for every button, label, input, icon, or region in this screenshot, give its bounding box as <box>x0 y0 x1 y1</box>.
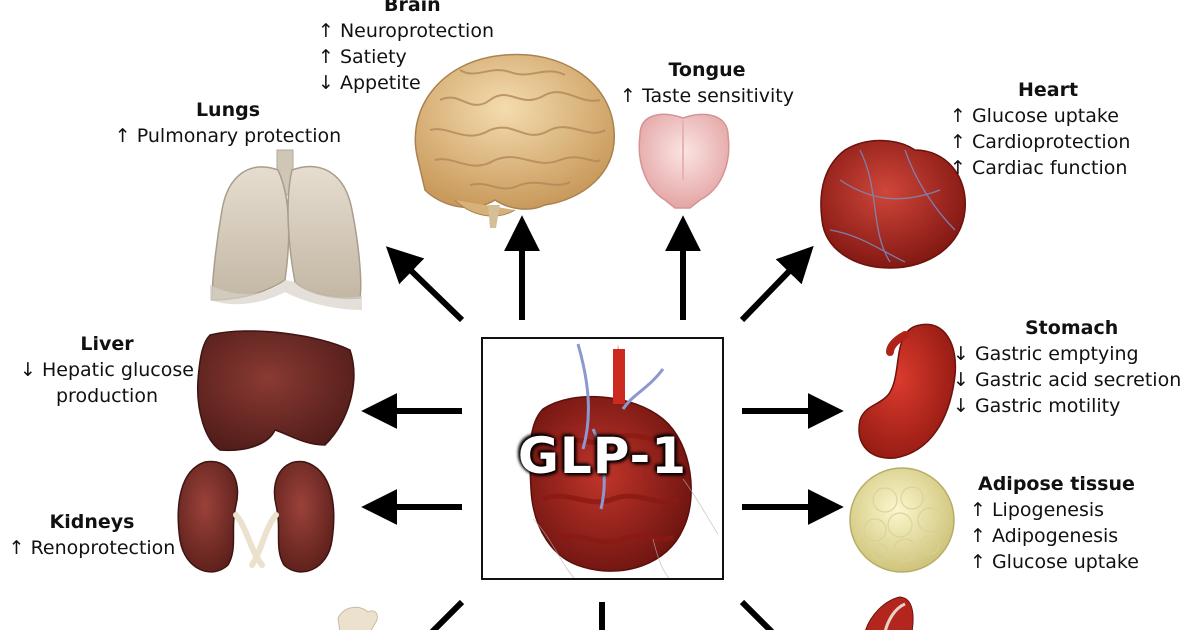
effect: ↑ Glucose uptake <box>970 551 1139 573</box>
tongue-illustration <box>638 113 730 209</box>
label-stomach: Stomach ↓ Gastric emptying ↓ Gastric aci… <box>953 315 1181 419</box>
effect: ↑ Satiety <box>318 46 407 68</box>
effect: production <box>55 385 159 407</box>
arrow-lungs <box>385 246 465 323</box>
effect: ↑ Renoprotection <box>8 537 176 559</box>
organ-title: Kidneys <box>49 511 135 533</box>
label-tongue: Tongue ↑ Taste sensitivity <box>612 57 802 109</box>
arrow-heart <box>739 245 814 323</box>
pancreas-illustration <box>529 343 719 578</box>
liver-illustration <box>196 330 355 452</box>
effect: ↑ Pulmonary protection <box>114 125 342 147</box>
organ-title: Brain <box>384 0 441 16</box>
bone-illustration <box>337 606 378 630</box>
heart-illustration <box>820 139 966 269</box>
effect: ↓ Appetite <box>318 72 421 94</box>
effect: ↑ Adipogenesis <box>970 525 1119 547</box>
effect: ↓ Gastric acid secretion <box>953 369 1182 391</box>
organ-title: Heart <box>1018 79 1079 101</box>
arrow-bottom-left <box>429 599 465 630</box>
effect: ↓ Gastric emptying <box>953 343 1139 365</box>
label-heart: Heart ↑ Glucose uptake ↑ Cardioprotectio… <box>950 77 1130 181</box>
organ-title: Adipose tissue <box>978 473 1135 495</box>
label-adipose: Adipose tissue ↑ Lipogenesis ↑ Adipogene… <box>970 471 1139 575</box>
effect: ↑ Cardiac function <box>950 157 1128 179</box>
label-lungs: Lungs ↑ Pulmonary protection <box>100 97 356 149</box>
effect: ↑ Taste sensitivity <box>620 85 794 107</box>
label-brain: Brain ↑ Neuroprotection ↑ Satiety ↓ Appe… <box>318 0 494 96</box>
lungs-illustration <box>210 149 362 310</box>
effect: ↓ Hepatic glucose <box>20 359 194 381</box>
label-kidneys: Kidneys ↑ Renoprotection <box>0 509 184 561</box>
arrows <box>361 215 844 630</box>
arrow-bottom-right <box>739 599 775 630</box>
organ-title: Tongue <box>668 59 746 81</box>
effect: ↑ Lipogenesis <box>970 499 1105 521</box>
stomach-illustration <box>858 323 957 459</box>
organ-title: Lungs <box>195 99 261 121</box>
effect: ↑ Neuroprotection <box>318 20 494 42</box>
brain-illustration <box>414 53 615 228</box>
effect: ↑ Cardioprotection <box>950 131 1131 153</box>
glp1-center-box: GLP-1 <box>481 337 724 580</box>
label-liver: Liver ↓ Hepatic glucose production <box>8 331 206 409</box>
effect: ↓ Gastric motility <box>953 395 1121 417</box>
effect: ↑ Glucose uptake <box>950 105 1119 127</box>
organ-title: Liver <box>80 333 134 355</box>
organ-title: Stomach <box>1025 317 1119 339</box>
adipose-illustration <box>849 467 955 573</box>
muscle-illustration <box>865 596 914 630</box>
kidneys-illustration <box>177 460 335 573</box>
glp1-label: GLP-1 <box>517 427 688 485</box>
